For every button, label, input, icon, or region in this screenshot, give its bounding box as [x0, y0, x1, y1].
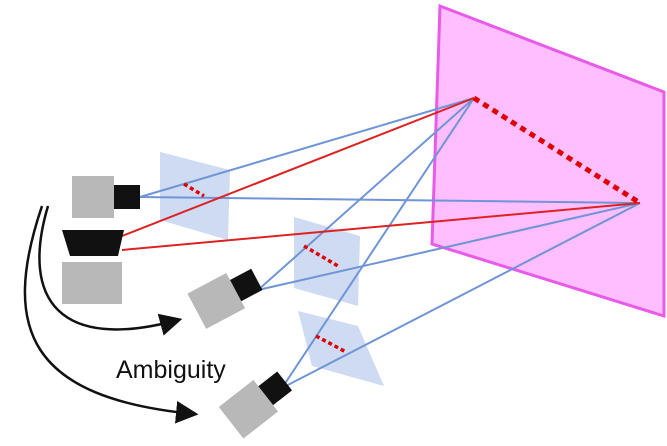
scene-plane — [430, 3, 666, 319]
image-plane-3 — [298, 311, 384, 386]
ambiguity-label: Ambiguity — [116, 356, 226, 384]
blue-rays — [139, 97, 641, 389]
camera-icon — [187, 268, 263, 329]
projector-icon — [62, 230, 124, 304]
image-plane-1 — [160, 152, 230, 240]
image-plane-2 — [294, 217, 360, 306]
ambiguity-arrow-upper — [38, 205, 183, 336]
ambiguity-arrow-lower — [23, 205, 199, 424]
camera-icon — [218, 371, 293, 439]
projected-segments — [183, 182, 347, 354]
camera-icon — [72, 176, 140, 218]
red-rays — [121, 97, 641, 251]
